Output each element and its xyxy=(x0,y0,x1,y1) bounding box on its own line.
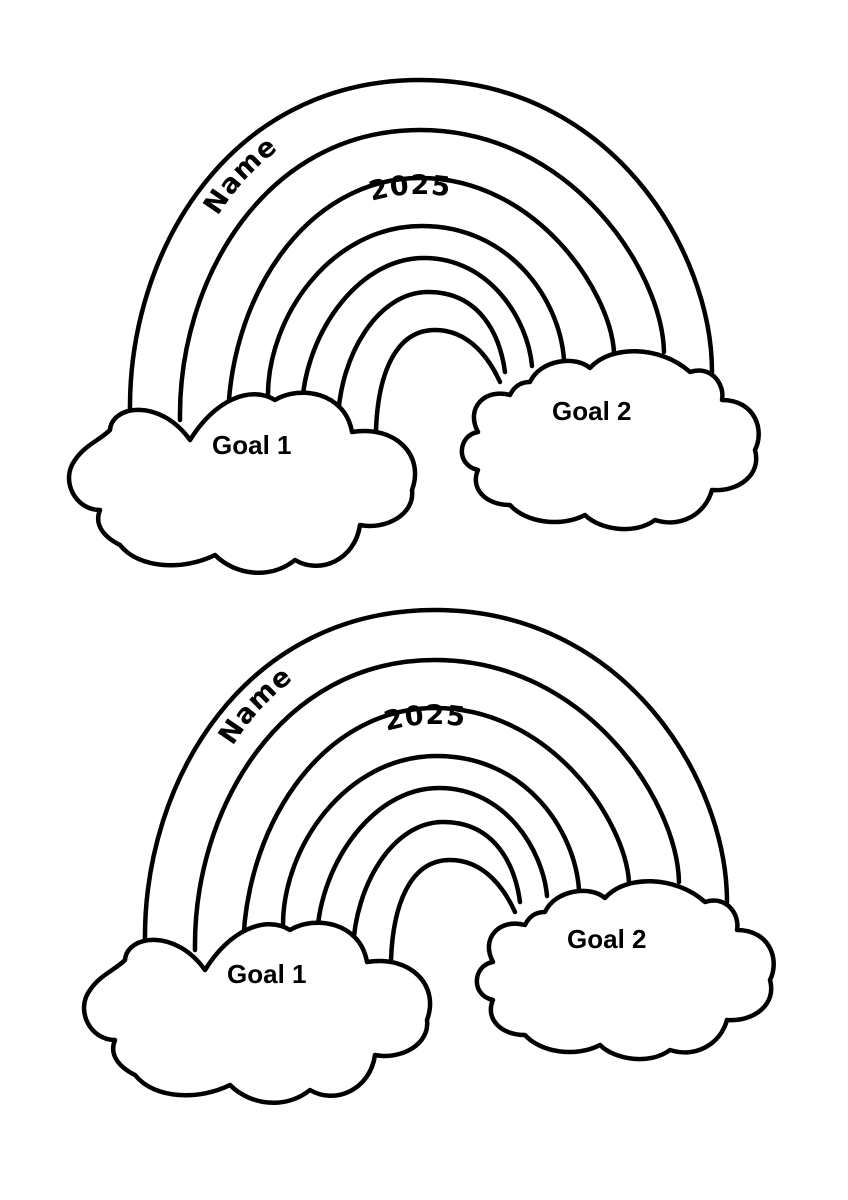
rainbow-worksheet-1: Name 2025 Goal 1 Goal 2 xyxy=(66,77,761,575)
year-label: 2025 xyxy=(366,170,453,208)
cloud-goal-2[interactable] xyxy=(474,879,776,1062)
goal-1-label: Goal 1 xyxy=(227,959,306,989)
cloud-goal-1[interactable] xyxy=(81,920,433,1105)
goal-1-label: Goal 1 xyxy=(212,430,291,460)
rainbow-arcs xyxy=(142,607,730,963)
year-label: 2025 xyxy=(381,700,468,738)
cloud-goal-1[interactable] xyxy=(66,390,418,575)
rainbow-worksheet-2: Name 2025 Goal 1 Goal 2 xyxy=(81,607,776,1105)
goal-2-label: Goal 2 xyxy=(567,924,646,954)
goal-2-label: Goal 2 xyxy=(552,396,631,426)
cloud-goal-2[interactable] xyxy=(459,349,761,532)
rainbow-arcs xyxy=(127,77,715,433)
